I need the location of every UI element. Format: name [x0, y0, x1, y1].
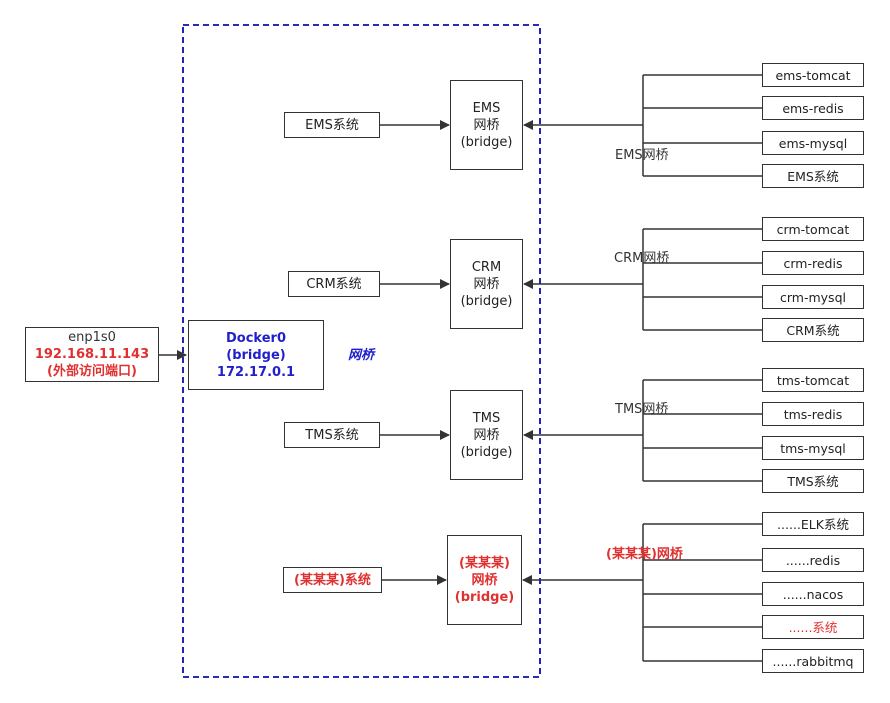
zone-label: 网桥	[348, 348, 375, 363]
host-interface-name: enp1s0	[68, 330, 116, 345]
other-bridge-box: (某某某) 网桥 (bridge)	[447, 535, 522, 625]
tms-bridge-label: TMS网桥	[615, 402, 669, 417]
tms-bridge-line1: TMS	[472, 410, 501, 426]
ems-system-box: EMS系统	[284, 112, 380, 138]
other-service-1: ......ELK系统	[762, 512, 864, 536]
crm-service-bus	[642, 228, 762, 331]
ems-service-4: EMS系统	[762, 164, 864, 188]
host-interface-box: enp1s0 192.168.11.143 (外部访问端口)	[25, 327, 159, 382]
tms-bridge-line2: 网桥	[473, 427, 500, 443]
crm-bridge-line3: (bridge)	[460, 293, 513, 309]
docker0-box: Docker0 (bridge) 172.17.0.1	[188, 320, 324, 390]
ems-service-2: ems-redis	[762, 96, 864, 120]
other-bridge-line2: 网桥	[471, 572, 498, 588]
other-service-2: ......redis	[762, 548, 864, 572]
crm-service-2: crm-redis	[762, 251, 864, 275]
tms-bridge-box: TMS 网桥 (bridge)	[450, 390, 523, 480]
other-service-3: ......nacos	[762, 582, 864, 606]
ems-service-bus	[642, 74, 762, 177]
ems-service-1: ems-tomcat	[762, 63, 864, 87]
tms-system-box: TMS系统	[284, 422, 380, 448]
crm-bridge-line2: 网桥	[473, 276, 500, 292]
other-service-bus	[642, 523, 762, 662]
docker0-name: Docker0	[226, 330, 286, 346]
ems-bridge-line2: 网桥	[473, 117, 500, 133]
ems-bridge-line1: EMS	[472, 100, 501, 116]
docker0-type: (bridge)	[226, 347, 286, 363]
other-service-5: ......rabbitmq	[762, 649, 864, 673]
other-service-4: ......系统	[762, 615, 864, 639]
crm-service-4: CRM系统	[762, 318, 864, 342]
other-bridge-line1: (某某某)	[459, 555, 510, 571]
crm-bridge-label: CRM网桥	[614, 251, 670, 266]
ems-bridge-box: EMS 网桥 (bridge)	[450, 80, 523, 170]
host-port-note: (外部访问端口)	[47, 364, 137, 379]
crm-bridge-line1: CRM	[471, 259, 502, 275]
tms-service-2: tms-redis	[762, 402, 864, 426]
tms-service-1: tms-tomcat	[762, 368, 864, 392]
other-system-box: (某某某)系统	[283, 567, 382, 593]
crm-service-3: crm-mysql	[762, 285, 864, 309]
other-bridge-line3: (bridge)	[454, 589, 515, 605]
tms-service-3: tms-mysql	[762, 436, 864, 460]
crm-bridge-box: CRM 网桥 (bridge)	[450, 239, 523, 329]
tms-service-4: TMS系统	[762, 469, 864, 493]
host-ip: 192.168.11.143	[34, 347, 150, 362]
docker0-ip: 172.17.0.1	[216, 364, 296, 380]
crm-system-box: CRM系统	[288, 271, 380, 297]
tms-bridge-line3: (bridge)	[460, 444, 513, 460]
ems-service-3: ems-mysql	[762, 131, 864, 155]
crm-service-1: crm-tomcat	[762, 217, 864, 241]
ems-bridge-label: EMS网桥	[615, 148, 669, 163]
other-bridge-label: (某某某)网桥	[606, 547, 683, 562]
tms-service-bus	[642, 379, 762, 482]
ems-bridge-line3: (bridge)	[460, 134, 513, 150]
